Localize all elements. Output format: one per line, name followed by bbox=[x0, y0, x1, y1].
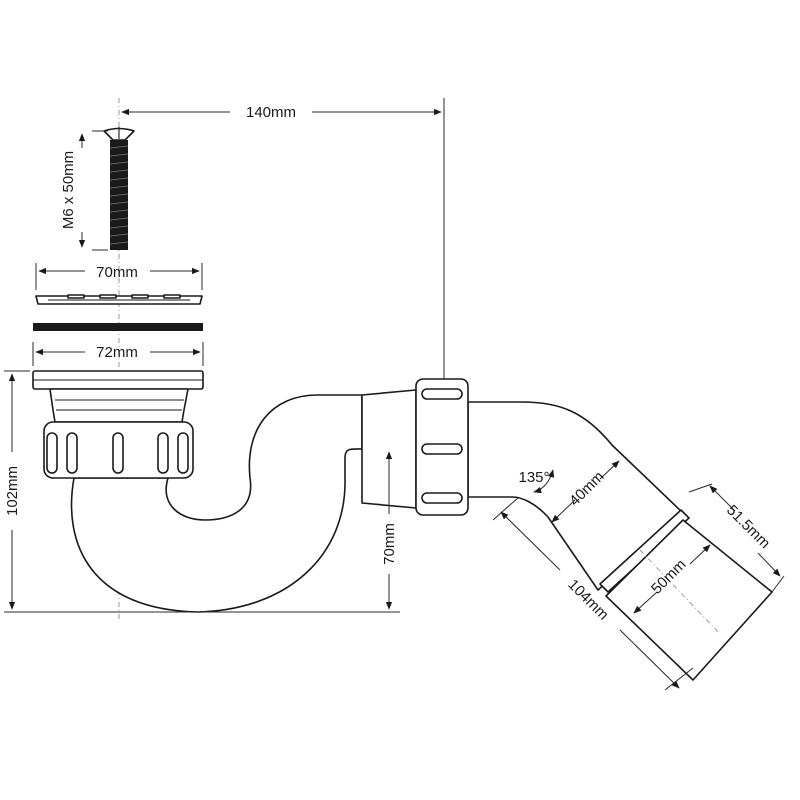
dim-label-screw: M6 x 50mm bbox=[60, 151, 77, 229]
dimension-flange-72mm: 72mm bbox=[32, 342, 204, 366]
dim-label-angle-135: 135° bbox=[518, 469, 549, 486]
s-bend-pipe bbox=[70, 394, 363, 613]
dimension-height-102mm: 102mm bbox=[4, 370, 400, 613]
dim-label-depth-70mm: 70mm bbox=[381, 523, 398, 565]
dimension-grate-70mm: 70mm bbox=[35, 263, 203, 290]
dimension-140mm: 140mm bbox=[121, 98, 445, 379]
screw-drawing bbox=[103, 127, 135, 250]
dim-label-height-102mm: 102mm bbox=[4, 466, 21, 516]
coupling bbox=[361, 378, 469, 516]
dimension-depth-70mm: 70mm bbox=[381, 451, 398, 610]
dim-label-grate-70mm: 70mm bbox=[96, 264, 138, 281]
dim-label-140mm: 140mm bbox=[246, 104, 296, 121]
outlet-arm bbox=[467, 401, 773, 681]
left-nut bbox=[43, 421, 194, 479]
dim-label-flange-72mm: 72mm bbox=[96, 344, 138, 361]
dimension-screw: M6 x 50mm bbox=[60, 130, 108, 251]
dimension-angle-135: 135° bbox=[518, 469, 555, 494]
grate-drawing bbox=[35, 294, 203, 305]
waste-body bbox=[32, 370, 204, 423]
gasket bbox=[33, 323, 203, 331]
dim-label-outlet-51-5mm: 51.5mm bbox=[723, 502, 773, 552]
